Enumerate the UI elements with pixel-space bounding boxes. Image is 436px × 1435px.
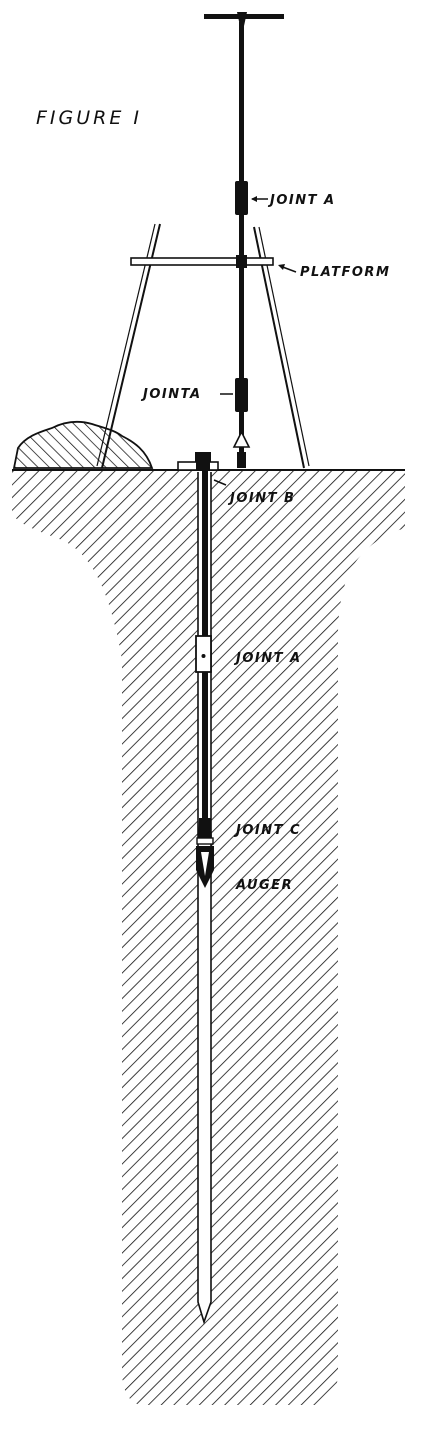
platform-rod-clamp <box>236 255 247 268</box>
casing-top <box>195 452 211 462</box>
platform-bar <box>130 257 274 266</box>
joint-a-middle-coupling <box>235 378 248 412</box>
joint-c-collar <box>196 837 214 845</box>
spoil-pile <box>12 421 154 469</box>
bore-hole-walls <box>197 472 212 1325</box>
auger-bit-highlight <box>201 852 209 876</box>
rod-base-fitting <box>237 452 246 468</box>
auger-label: AUGER <box>235 878 293 893</box>
platform-label: PLATFORM <box>300 265 390 280</box>
joint-a-top-label: JOINT A <box>267 193 336 208</box>
joint-c-label: JOINT C <box>233 823 301 838</box>
joint-a-top-coupling <box>235 181 248 215</box>
earth-cross-section <box>12 470 405 1405</box>
tripod-leg-right <box>253 226 305 469</box>
lower-drill-rod-2 <box>202 668 208 818</box>
lower-drill-rod <box>202 470 208 640</box>
joint-b-label: JOINT B <box>227 491 295 506</box>
joint-c-fitting <box>198 818 212 840</box>
rod-cone-fitting <box>232 430 251 448</box>
joint-a-middle-label: JOINTA <box>140 387 202 402</box>
joint-a-lower-label: JOINT A <box>233 651 302 666</box>
joint-a-top-arrowhead <box>251 196 257 202</box>
casing-collar-center <box>196 462 210 470</box>
upper-drill-rod <box>239 22 244 468</box>
platform-arrowhead <box>278 264 285 270</box>
figure-title: FIGURE I <box>36 107 142 129</box>
tripod-leg-right-inner <box>258 226 310 467</box>
joint-b-pointer <box>213 479 227 486</box>
joint-a-lower-pin <box>201 654 206 658</box>
